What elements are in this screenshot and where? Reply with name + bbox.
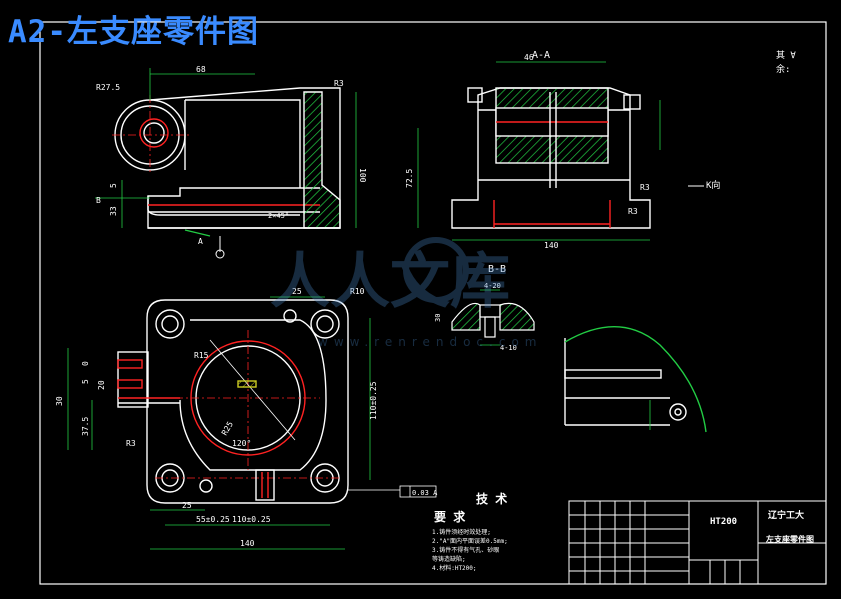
watermark-main: 人人文库	[270, 247, 510, 317]
angle-label: 2×45°	[268, 212, 289, 220]
dim-r275: R27.5	[96, 83, 120, 92]
dim-46: 46	[524, 53, 534, 62]
dim-30: 30	[55, 396, 64, 406]
watermark-url: www.renrendoc.com	[318, 335, 542, 349]
dim-4-20: 4-20	[484, 282, 501, 290]
school-cell: 辽宁工大	[768, 509, 804, 521]
dim-5-plan: 5	[81, 379, 90, 384]
dim-140-aa: 140	[544, 241, 559, 250]
tech-item: 3.铸件不得有气孔、砂眼	[432, 546, 499, 554]
dim-r10: R10	[350, 287, 365, 296]
material-cell: HT200	[710, 517, 737, 527]
title-block	[568, 500, 827, 585]
tech-heading-2: 要 求	[434, 509, 466, 524]
section-aa-view	[417, 61, 661, 241]
dim-0-plan: 0	[81, 361, 90, 366]
drawing-title: A2-左支座零件图	[8, 14, 259, 50]
front-view	[95, 68, 357, 237]
datum-a-symbol	[215, 236, 225, 259]
dim-55: 55±0.25	[196, 515, 230, 524]
dim-140-plan: 140	[240, 539, 255, 548]
section-bb-label: B-B	[488, 264, 506, 275]
dim-r3-top: R3	[334, 79, 344, 88]
tech-item: 1.铸件须经时效处理;	[432, 528, 491, 536]
tag-a: A	[198, 237, 203, 246]
watermark: 人人文库 www.renrendoc.com	[270, 237, 542, 349]
tolerance-frame: 0.03 A	[399, 485, 438, 498]
dim-r3-aa: R3	[640, 183, 650, 192]
dim-4-10: 4-10	[500, 344, 517, 352]
tolerance-value: 0.03 A	[412, 489, 438, 497]
dim-100: 100	[358, 168, 367, 183]
k-view-detail	[564, 326, 707, 433]
dim-r25: R25	[220, 420, 235, 437]
tech-item: 2."A"面内平面误差0.5mm;	[432, 537, 508, 545]
dim-r3b-aa: R3	[628, 207, 638, 216]
dim-68: 68	[196, 65, 206, 74]
plan-view	[67, 296, 400, 550]
dim-20: 20	[97, 380, 106, 390]
tech-item: 等铸造缺陷;	[432, 555, 466, 563]
dim-r15: R15	[194, 351, 209, 360]
dim-25-bottom: 25	[182, 501, 192, 510]
dim-30-bb: 30	[434, 314, 442, 322]
dim-5: 5	[109, 183, 118, 188]
dim-33: 33	[109, 206, 118, 216]
roughness-note-1: 其 ∀	[776, 50, 796, 61]
section-bb-view	[451, 289, 535, 346]
tag-b: B	[96, 196, 101, 205]
part-name-cell: 左支座零件图	[765, 534, 814, 544]
dim-r3-plan: R3	[126, 439, 136, 448]
section-aa-label: A-A	[532, 50, 550, 61]
k-view-label: K向	[706, 179, 720, 191]
dim-725: 72.5	[405, 169, 414, 188]
sheet-border	[39, 21, 827, 585]
tech-heading-1: 技 术	[476, 491, 507, 506]
dim-110-h: 110±0.25	[232, 515, 271, 524]
dim-375: 37.5	[81, 417, 90, 436]
angle-120: 120°	[232, 439, 251, 448]
dim-25-top: 25	[292, 287, 302, 296]
roughness-note-2: 余:	[776, 63, 790, 75]
tech-item: 4.材料:HT200;	[432, 564, 477, 572]
dim-110-v: 110±0.25	[369, 381, 378, 420]
